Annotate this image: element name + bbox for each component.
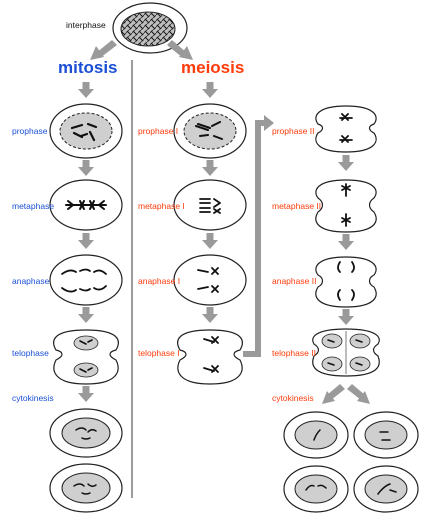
meiosis-anaphase-I-cell xyxy=(173,254,247,306)
meiosis-prophase-II-cell xyxy=(315,105,377,153)
meiosis-stage-metaphase-II: metaphase II xyxy=(272,201,321,211)
mitosis-stage-prophase: prophase xyxy=(12,126,48,136)
meiosis-stage-cytokinesis: cytokinesis xyxy=(272,393,314,403)
interphase-cell xyxy=(112,2,188,54)
meiosis-metaphase-II-cell xyxy=(315,179,377,233)
meiosis-telophase-II-cell xyxy=(312,328,380,377)
meiosis-prophase-I-cell xyxy=(173,103,247,159)
arrow-to-meiosis xyxy=(167,40,193,60)
meiosis-arrow-5 xyxy=(338,155,354,171)
meiosis-arrow-3 xyxy=(202,233,218,249)
meiosis-daughter-cell-4 xyxy=(353,465,419,513)
meiosis-arrow-1 xyxy=(202,82,218,98)
meiosis-arrow-split-right xyxy=(347,384,370,404)
meiosis-arrow-2 xyxy=(202,160,218,176)
mitosis-prophase-cell xyxy=(49,103,123,159)
interphase-label: interphase xyxy=(66,20,106,30)
meiosis-metaphase-I-cell xyxy=(173,179,247,231)
meiosis-title: meiosis xyxy=(181,58,244,77)
meiosis-stage-telophase-II: telophase II xyxy=(272,348,316,358)
meiosis-connector-arrow xyxy=(243,115,274,357)
meiosis-stage-anaphase-I: anaphase I xyxy=(138,276,180,286)
mitosis-arrow-5 xyxy=(78,386,94,402)
mitosis-arrow-4 xyxy=(78,307,94,323)
mitosis-title: mitosis xyxy=(58,58,118,77)
meiosis-stage-telophase-I: telophase I xyxy=(138,348,180,358)
meiosis-daughter-cell-1 xyxy=(283,411,349,459)
meiosis-stage-prophase-I: prophase I xyxy=(138,126,178,136)
meiosis-arrow-4 xyxy=(202,307,218,323)
mitosis-stage-cytokinesis: cytokinesis xyxy=(12,393,54,403)
mitosis-arrow-2 xyxy=(78,160,94,176)
arrow-to-mitosis xyxy=(90,40,117,60)
mitosis-telophase-cell xyxy=(53,329,119,385)
meiosis-stage-anaphase-II: anaphase II xyxy=(272,276,316,286)
mitosis-stage-anaphase: anaphase xyxy=(12,276,50,286)
meiosis-anaphase-II-cell xyxy=(315,256,377,308)
meiosis-daughter-cell-2 xyxy=(353,411,419,459)
meiosis-stage-metaphase-I: metaphase I xyxy=(138,201,185,211)
mitosis-arrow-3 xyxy=(78,233,94,249)
mitosis-stage-metaphase: metaphase xyxy=(12,201,54,211)
meiosis-daughter-cell-3 xyxy=(283,465,349,513)
mitosis-arrow-1 xyxy=(78,82,94,98)
meiosis-stage-prophase-II: prophase II xyxy=(272,126,315,136)
meiosis-arrow-split-left xyxy=(322,384,345,404)
mitosis-daughter-cell-1 xyxy=(49,408,123,458)
mitosis-daughter-cell-2 xyxy=(49,463,123,513)
meiosis-telophase-I-cell xyxy=(177,329,243,385)
meiosis-arrow-6 xyxy=(338,234,354,250)
meiosis-arrow-7 xyxy=(338,309,354,325)
mitosis-anaphase-cell xyxy=(49,254,123,306)
mitosis-stage-telophase: telophase xyxy=(12,348,49,358)
mitosis-metaphase-cell xyxy=(49,179,123,231)
